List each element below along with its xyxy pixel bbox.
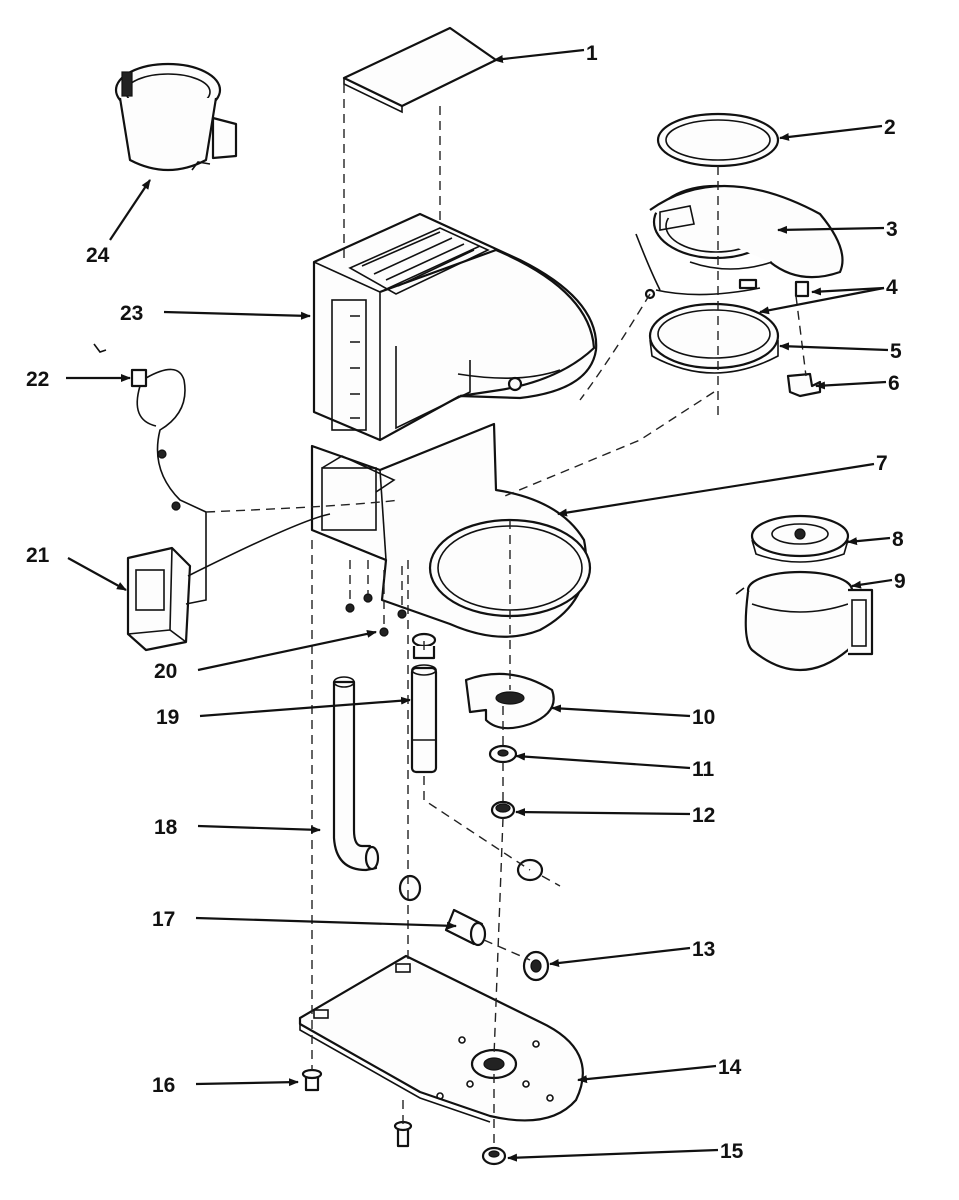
- assembly-lines: [205, 84, 807, 1148]
- part-15-foot: [481, 1146, 507, 1166]
- part-22-power-cord: [130, 368, 207, 513]
- callout-21: 21: [26, 544, 50, 567]
- callout-19: 19: [156, 706, 179, 729]
- part-20-screws: [345, 560, 407, 637]
- callout-17: 17: [152, 908, 175, 931]
- leader-lines: [66, 48, 893, 1162]
- callout-4: 4: [886, 276, 898, 299]
- part-6-bracket: [786, 372, 822, 398]
- callout-24: 24: [86, 244, 110, 267]
- part-9-carafe: [735, 570, 874, 671]
- callout-2: 2: [884, 116, 896, 139]
- part-14-bottom-plate: [298, 954, 584, 1123]
- part-23-upper-housing: [312, 212, 598, 442]
- callout-5: 5: [890, 340, 902, 363]
- part-21-control-box: [126, 512, 331, 652]
- part-18-elbow-hose: [332, 676, 380, 872]
- callout-7: 7: [876, 452, 888, 475]
- callout-23: 23: [120, 302, 143, 325]
- part-17-connector: [398, 874, 487, 947]
- callout-9: 9: [894, 570, 906, 593]
- part-10-plate-shield: [464, 672, 555, 730]
- part-11-washer: [488, 744, 518, 764]
- part-2-lid-gasket: [656, 112, 780, 168]
- callout-10: 10: [692, 706, 715, 729]
- part-13-nut: [522, 950, 550, 982]
- callout-labels: 1 2 3 4 5 6 7 8 9 10 11 12 13 14 15 16 1…: [26, 42, 906, 1163]
- part-3-spray-head: [635, 184, 844, 291]
- callout-16: 16: [152, 1074, 175, 1097]
- part-4-clips: [644, 278, 810, 300]
- callout-20: 20: [154, 660, 177, 683]
- part-8-carafe-lid: [750, 514, 850, 563]
- callout-3: 3: [886, 218, 898, 241]
- part-12-grommet: [490, 800, 544, 882]
- callout-18: 18: [154, 816, 178, 839]
- callout-6: 6: [888, 372, 900, 395]
- callout-12: 12: [692, 804, 715, 827]
- callout-14: 14: [718, 1056, 742, 1079]
- callout-8: 8: [892, 528, 904, 551]
- part-24-filter-basket: [114, 62, 238, 172]
- callout-11: 11: [692, 758, 715, 781]
- callout-15: 15: [720, 1140, 744, 1163]
- part-19-tube: [410, 632, 438, 774]
- callout-22: 22: [26, 368, 49, 391]
- part-5-filter-ring: [648, 302, 780, 374]
- callout-13: 13: [692, 938, 715, 961]
- part-7-base-housing: [310, 422, 592, 638]
- part-1-cover-plate: [342, 26, 498, 114]
- part-16-screws: [301, 1068, 413, 1148]
- callout-1: 1: [586, 42, 598, 65]
